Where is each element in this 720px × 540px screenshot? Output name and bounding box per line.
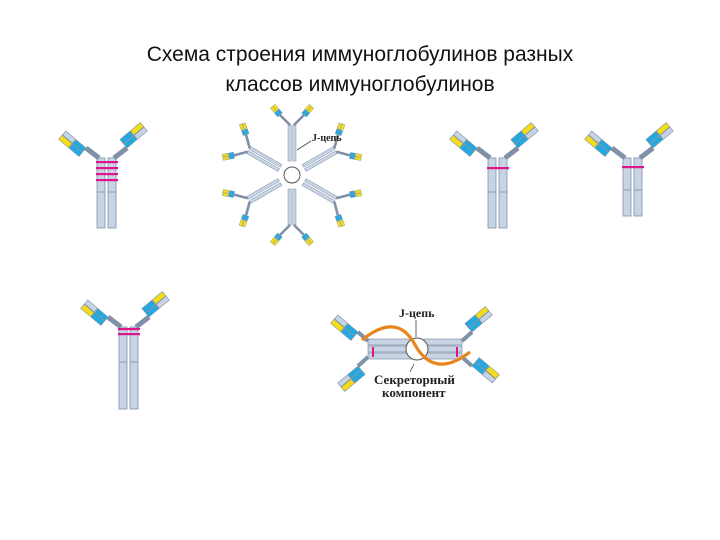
secretory-component-label-line-2: компонент: [382, 385, 446, 400]
dimer-j-chain-label: J-цепь: [399, 306, 435, 320]
immunoglobulin-monomer-3: [450, 123, 539, 228]
immunoglobulin-monomer-4: [585, 123, 674, 216]
pentamer-igm: J-цепь: [220, 104, 365, 246]
immunoglobulin-monomer-5: [81, 292, 170, 409]
dimer-secretory-iga: J-цепь Секреторный компонент: [331, 306, 500, 400]
immunoglobulin-monomer-1: [59, 123, 148, 228]
pentamer-j-chain-label: J-цепь: [312, 133, 342, 144]
